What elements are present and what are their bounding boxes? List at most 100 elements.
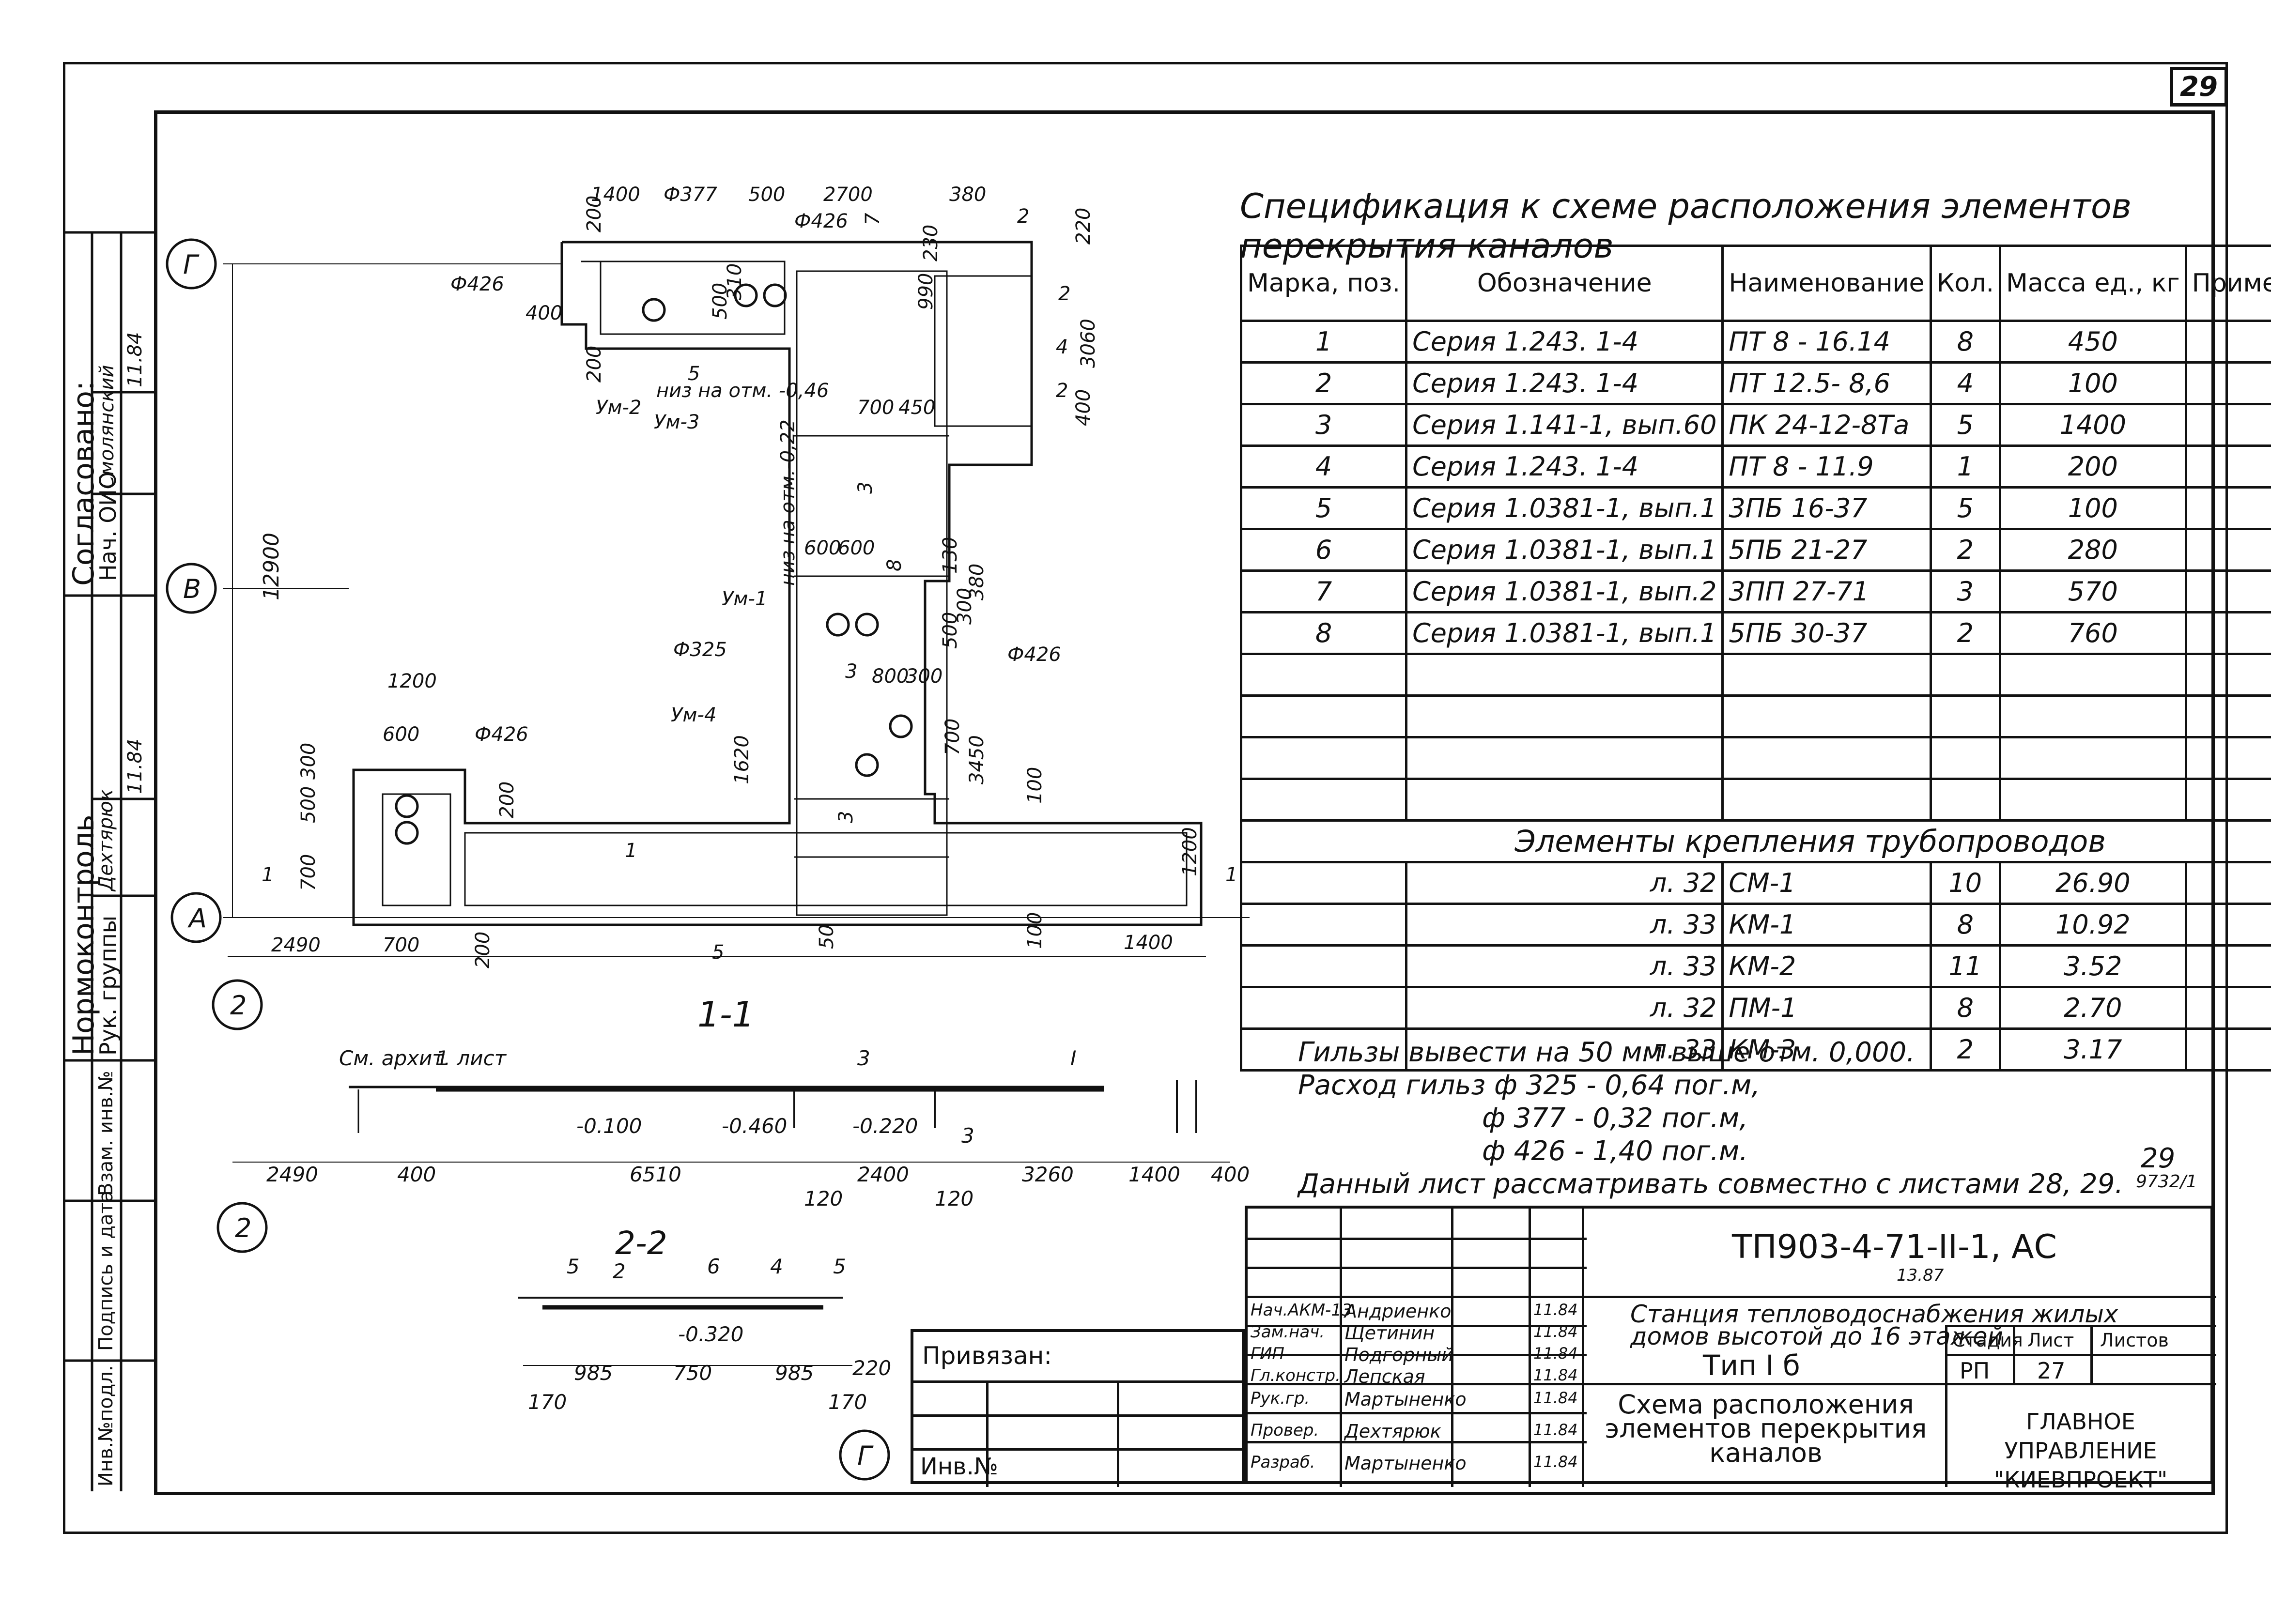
note-line: ф 377 - 0,32 пог.м, [1482, 1103, 1748, 1134]
person-role: Разраб. [1251, 1453, 1315, 1472]
note-line: Расход гильз ф 325 - 0,64 пог.м, [1298, 1070, 1760, 1101]
plan-annotation: 500 [939, 612, 961, 649]
spec-cell-mass: 1400 [1999, 403, 2187, 447]
plan-annotation: 450 [898, 397, 935, 419]
spec-cell-mass: 280 [1999, 528, 2187, 572]
person-date: 11.84 [1533, 1366, 1578, 1384]
dimension-label: Ф377 [664, 184, 717, 206]
person-date: 11.84 [1533, 1421, 1578, 1439]
axis-bubble-label: Г [857, 1440, 874, 1471]
dimension-label: 200 [472, 932, 494, 968]
sheet-corner-number: 29 [2170, 67, 2228, 107]
plan-annotation: 300 [954, 588, 976, 625]
section-2-2-dim: 170 [828, 1390, 867, 1414]
spec-cell-mark: 3 [1239, 403, 1408, 447]
dimension-label: 380 [949, 184, 986, 206]
plan-annotation: 3 [854, 482, 877, 494]
dimension-label: 1400 [1124, 932, 1173, 954]
stage-label: Стадия [1952, 1330, 2023, 1351]
plan-annotation: 500 [709, 283, 731, 320]
spec-header-qty: Кол. [1929, 245, 2002, 322]
plan-annotation: 8 [883, 559, 906, 571]
spec-cell-qty: 3 [1929, 569, 2002, 613]
spec-cell-designation: Серия 1.0381-1, вып.1 [1405, 486, 1724, 530]
spec-cell-name: 5ПБ 30-37 [1721, 611, 1932, 655]
spec-cell-note [2184, 403, 2271, 447]
spec-cell-name: 3ПБ 16-37 [1721, 486, 1932, 530]
spec-cell-name: ПТ 12.5- 8,6 [1721, 361, 1932, 405]
plan-annotation: 3 [835, 811, 857, 823]
section-1-1-dim: 400 [1211, 1163, 1250, 1186]
fastening-cell-qty: 2 [1929, 1027, 2002, 1072]
spec-cell-mass: 100 [1999, 486, 2187, 530]
sheet-value: 27 [2037, 1358, 2066, 1384]
fastening-cell-name: СМ-1 [1721, 861, 1932, 905]
dimension-label: 2700 [823, 184, 873, 206]
spec-header-note: Приме- чание [2184, 245, 2271, 322]
dimension-label: Ф426 [794, 210, 848, 232]
fastening-cell-mass: 3.17 [1999, 1027, 2187, 1072]
spec-cell-mark: 6 [1239, 528, 1408, 572]
spec-header-mass: Масса ед., кг [1999, 245, 2187, 322]
section-1-1-dim: 120 [935, 1187, 973, 1210]
general-notes: Гильзы вывести на 50 мм выше отм. 0,000.… [1298, 1036, 2123, 1201]
fastening-cell-designation: л. 33 [1405, 944, 1724, 988]
spec-cell-qty: 2 [1929, 528, 2002, 572]
plan-annotation: 1200 [1179, 827, 1201, 876]
plan-annotation: 700 [857, 397, 894, 419]
note-line: Гильзы вывести на 50 мм выше отм. 0,000. [1298, 1037, 1916, 1068]
spec-cell-mark: 1 [1239, 320, 1408, 364]
spec-cell-qty: 2 [1929, 611, 2002, 655]
person-name: Мартыненко [1344, 1453, 1467, 1474]
plan-annotation: 1 [1225, 864, 1237, 886]
plan-annotation: низ на отм.-0,22 [777, 419, 799, 586]
spec-cell-designation: Серия 1.243. 1-4 [1405, 320, 1724, 364]
fastening-cell-name: КМ-1 [1721, 903, 1932, 947]
section-1-1-label: -0.220 [852, 1114, 918, 1138]
plan-annotation: 800 [872, 665, 909, 688]
section-1-1-dim: 6510 [630, 1163, 681, 1186]
fastening-cell-name: КМ-2 [1721, 944, 1932, 988]
spec-cell-note [2184, 486, 2271, 530]
plan-annotation: 600 [383, 723, 419, 746]
section-2-2-label: 5 [833, 1255, 846, 1278]
sheet-ref-code: 9732/1 [2136, 1172, 2197, 1192]
plan-annotation: 300 [297, 743, 320, 780]
person-role: Зам.нач. [1251, 1322, 1325, 1342]
plan-annotation: 400 [525, 302, 562, 324]
fastening-cell-mass: 26.90 [1999, 861, 2187, 905]
dimension-label: 12900 [259, 533, 284, 600]
spec-cell-note [2184, 361, 2271, 405]
section-1-1-label: 1 [436, 1046, 449, 1070]
plan-annotation: 300 [906, 665, 942, 688]
section-2-2-label: 2 [613, 1259, 626, 1283]
plan-annotation: 130 [939, 537, 961, 574]
dimension-label: 100 [1024, 912, 1046, 949]
plan-annotation: 600 [838, 537, 875, 559]
dimension-label: 3060 [1077, 319, 1099, 368]
spec-cell-designation: Серия 1.0381-1, вып.2 [1405, 569, 1724, 613]
section-1-1-dim: 120 [804, 1187, 843, 1210]
plan-annotation: 1 [262, 864, 274, 886]
plan-annotation: 700 [942, 719, 964, 755]
dimension-label: 400 [1072, 389, 1095, 426]
plan-annotation: 200 [583, 346, 605, 383]
fastening-cell-designation: л. 32 [1405, 861, 1724, 905]
dimension-label: 4 [1056, 336, 1068, 358]
spec-cell-note [2184, 569, 2271, 613]
project-code-sub: 13.87 [1897, 1266, 1944, 1285]
spec-cell-mark: 8 [1239, 611, 1408, 655]
plan-annotation: Ум-1 [722, 588, 767, 610]
